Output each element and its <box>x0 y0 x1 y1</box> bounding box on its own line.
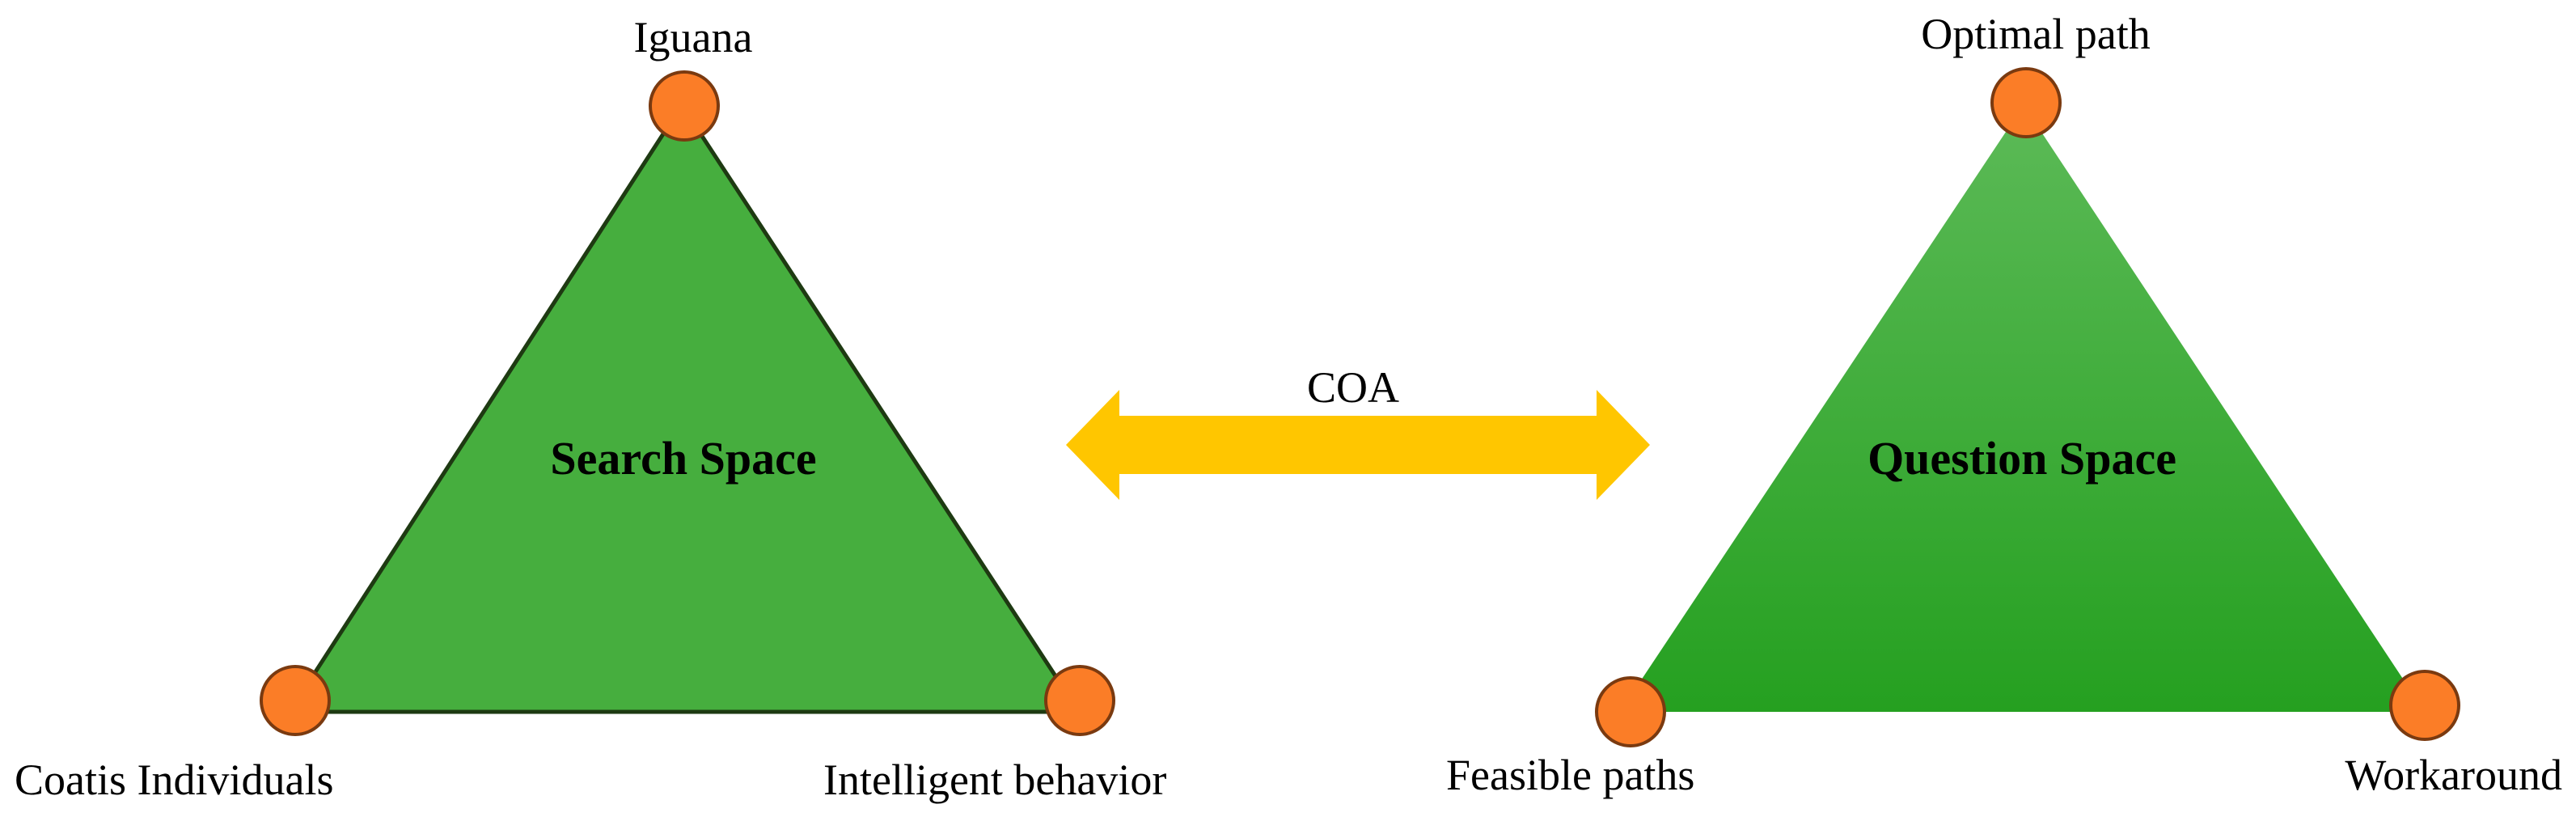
double-arrow-body <box>1066 390 1650 500</box>
workaround-node <box>2389 670 2460 741</box>
question-space-triangle <box>1620 105 2425 712</box>
question-space-group: Question Space Optimal path Feasible pat… <box>1446 10 2562 799</box>
search-space-title: Search Space <box>550 432 816 485</box>
search-space-group: Search Space Iguana Coatis Individuals I… <box>15 13 1166 804</box>
intelligent-behavior-node <box>1044 665 1115 736</box>
coa-label: COA <box>1307 363 1399 412</box>
iguana-label: Iguana <box>634 13 753 61</box>
feasible-paths-node <box>1595 676 1666 747</box>
optimal-path-label: Optimal path <box>1921 10 2150 58</box>
iguana-node <box>649 70 720 142</box>
coatis-individuals-label: Coatis Individuals <box>15 756 333 804</box>
optimal-path-node <box>1990 67 2062 138</box>
intelligent-behavior-label: Intelligent behavior <box>823 756 1166 804</box>
feasible-paths-label: Feasible paths <box>1446 751 1694 799</box>
search-space-triangle <box>286 101 1083 714</box>
question-space-title: Question Space <box>1867 432 2176 485</box>
coa-arrow-group: COA <box>1066 363 1650 500</box>
coatis-individuals-node <box>260 665 331 736</box>
workaround-label: Workaround <box>2345 751 2562 799</box>
